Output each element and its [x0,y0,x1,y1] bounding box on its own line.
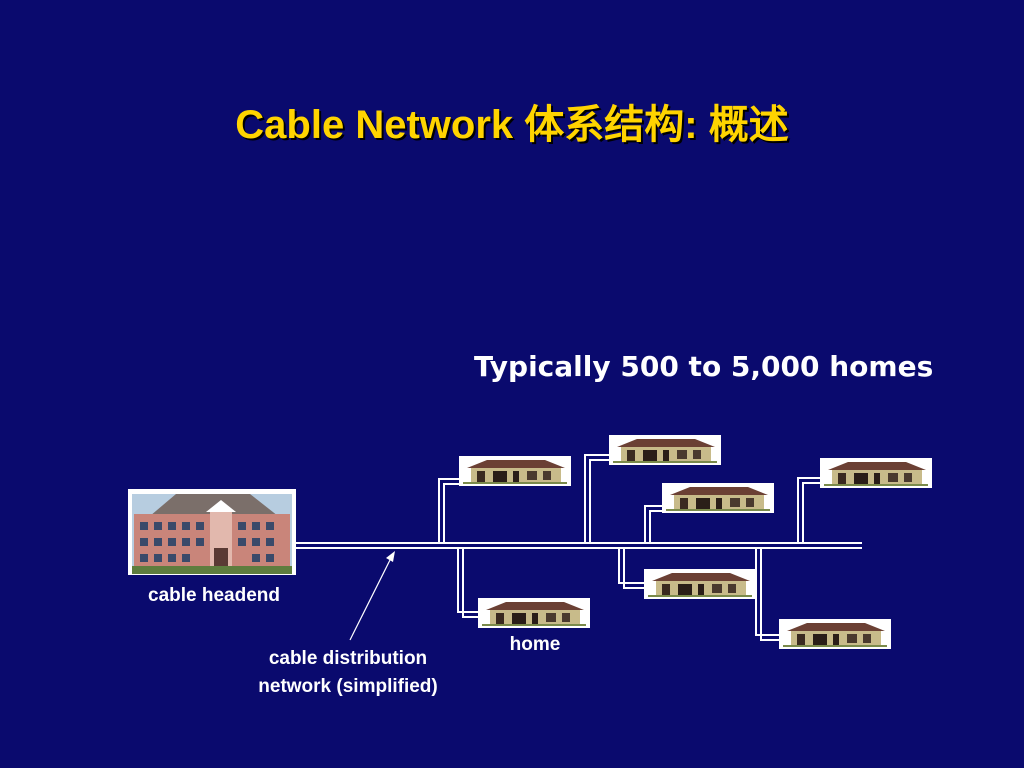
home-1 [459,456,571,486]
distribution-label-line2: network (simplified) [258,676,438,697]
homes-count-text: Typically 500 to 5,000 homes [474,350,934,383]
home-6 [644,569,756,599]
home-7 [779,619,891,649]
cable-headend-building [128,489,296,575]
home-4 [820,458,932,488]
home-5 [478,598,590,628]
distribution-label-line1: cable distribution [268,648,428,669]
home-3 [662,483,774,513]
slide-title: Cable Network 体系结构: 概述 [235,103,789,147]
home-2 [609,435,721,465]
home-label: home [509,634,561,655]
main-trunk-cable [296,542,862,549]
branch-cables [438,454,820,641]
distribution-pointer-arrow [349,551,395,641]
cable-headend-label: cable headend [148,585,280,606]
